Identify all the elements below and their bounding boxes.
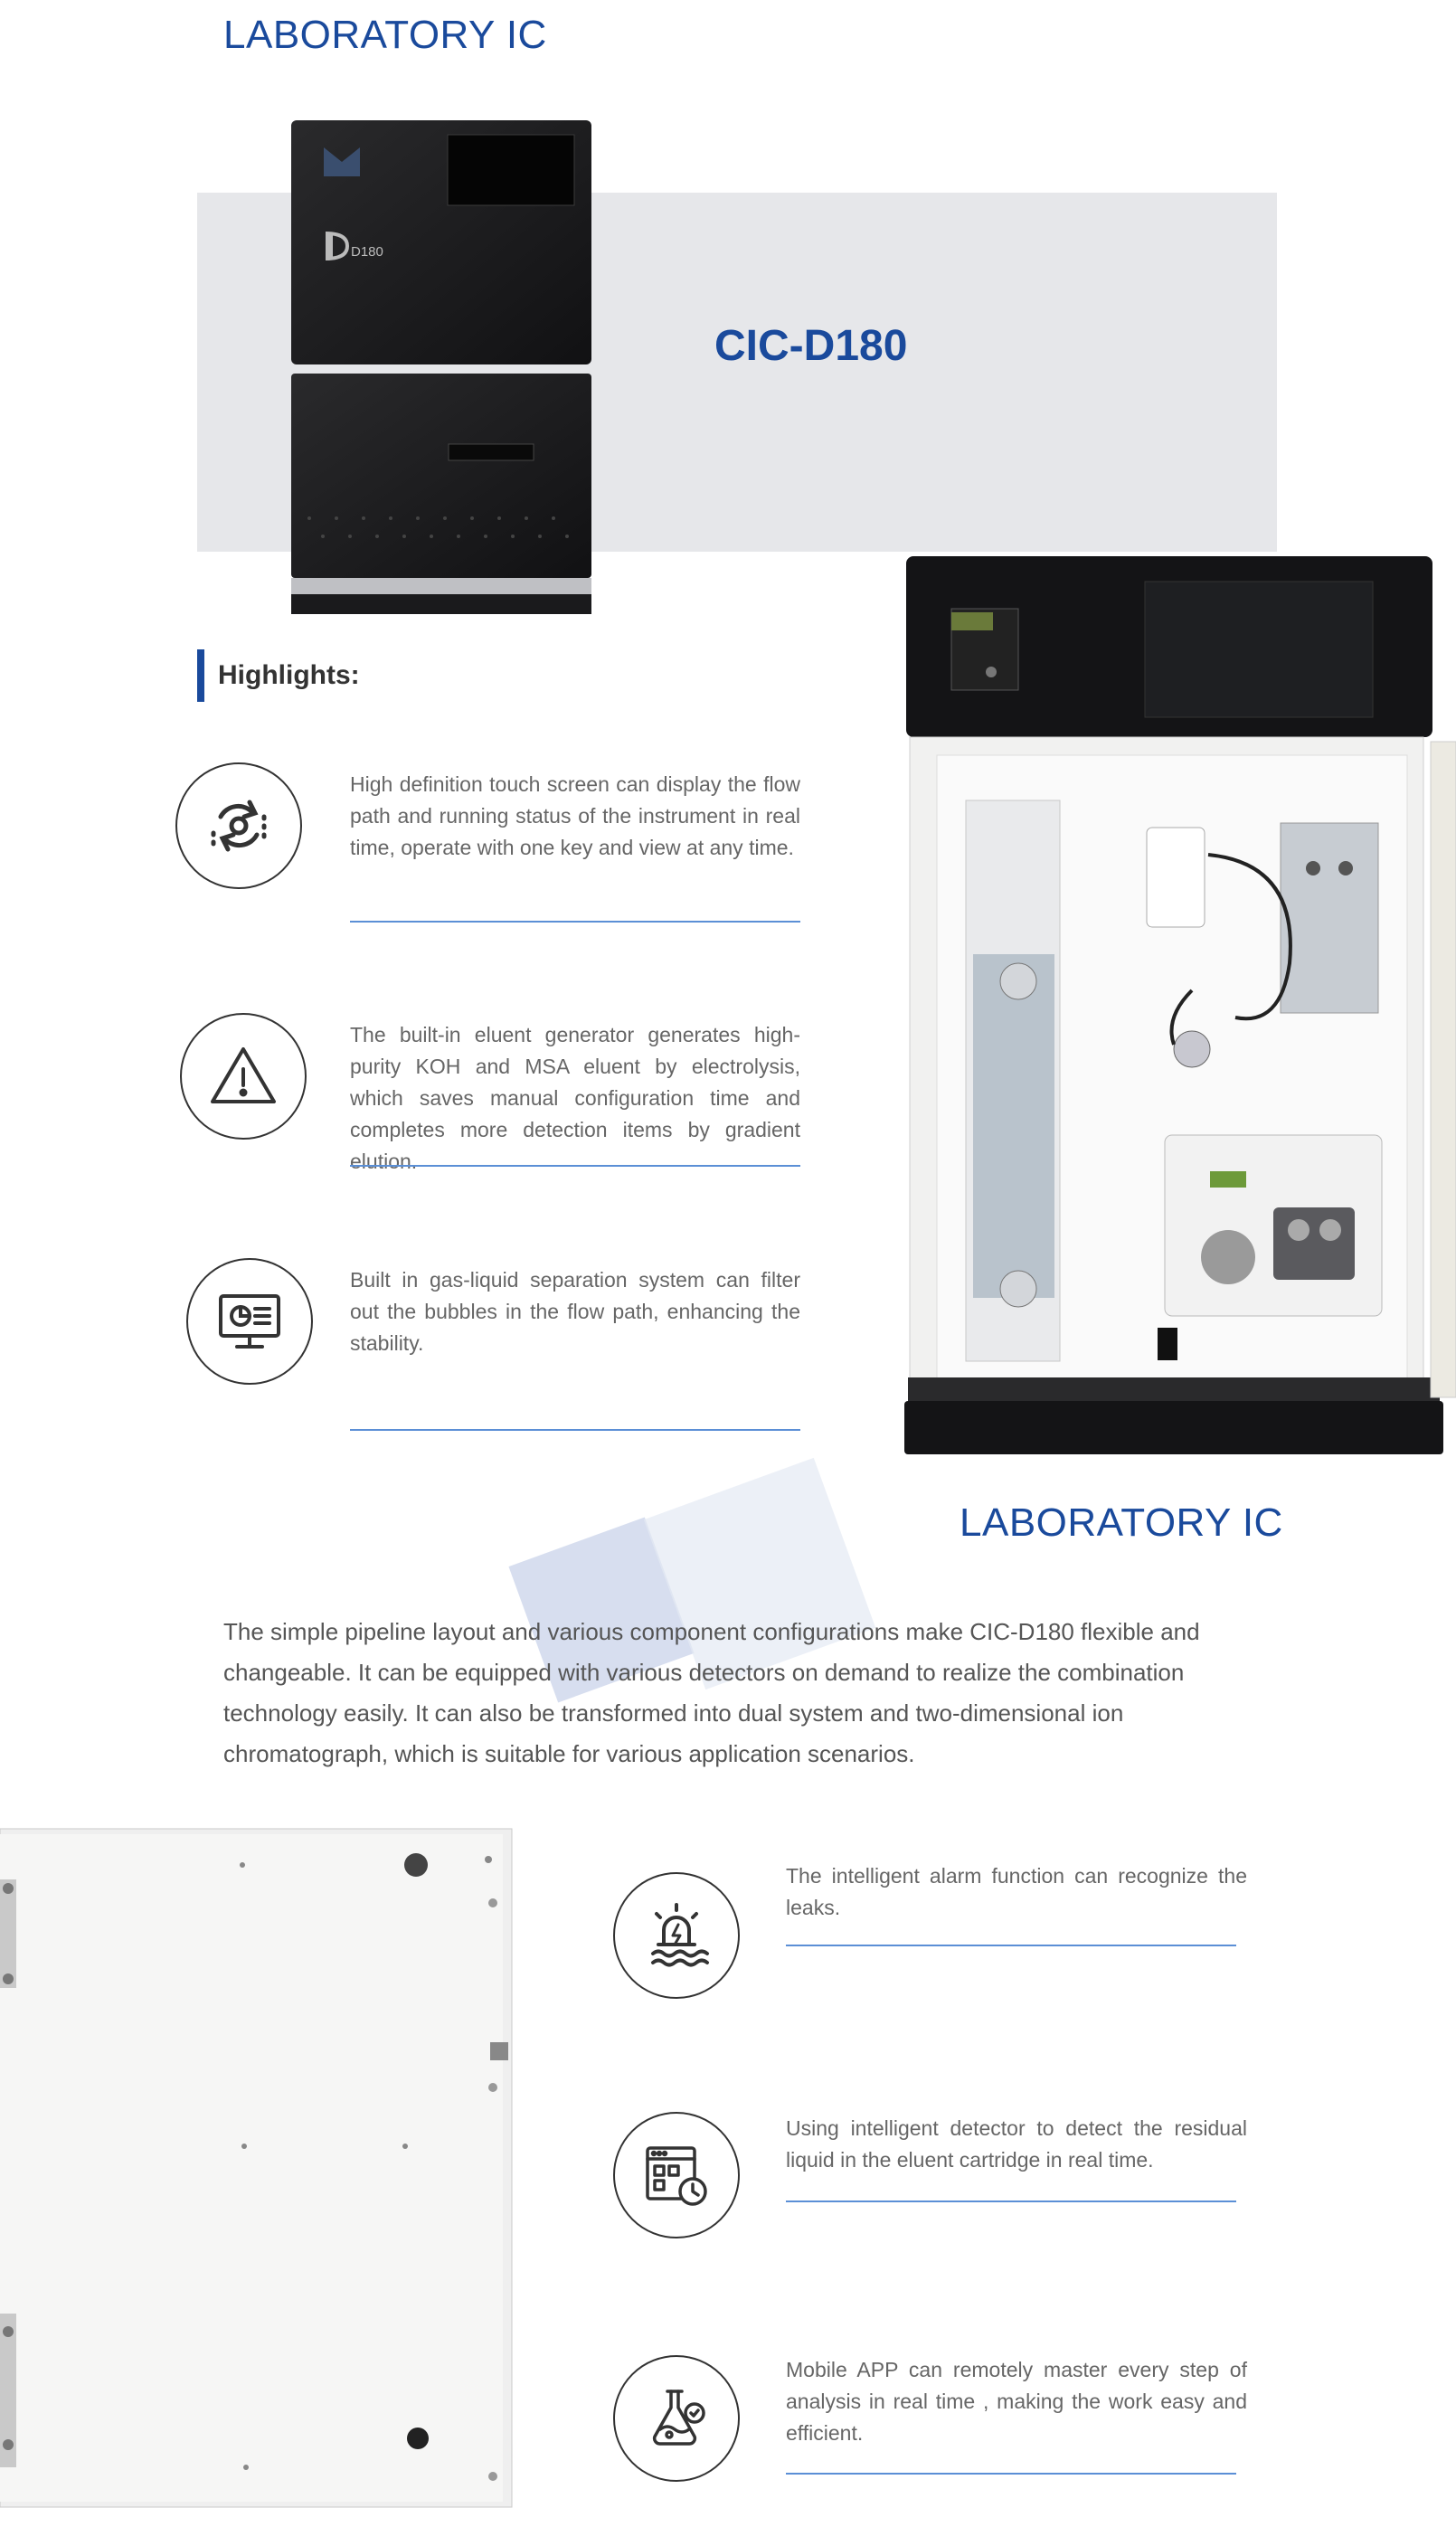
section2-description: The simple pipeline layout and various c… [223,1618,1200,1767]
feature-text-3: Built in gas-liquid separation system ca… [350,1268,800,1355]
cycle-arrows-icon [175,762,302,889]
feature-text-4: The intelligent alarm function can recog… [786,1864,1247,1919]
leak-alarm-icon [613,1872,740,1999]
section2-heading: LABORATORY IC [960,1500,1283,1545]
feature-divider-6 [786,2473,1236,2475]
warning-triangle-icon [180,1013,307,1140]
flask-app-icon [613,2355,740,2482]
feature-text-6: Mobile APP can remotely master every ste… [786,2358,1247,2445]
instrument-open-image [901,556,1456,1454]
monitor-chart-icon [186,1258,313,1385]
instrument-front-image: D180 [291,120,591,614]
feature-divider-5 [786,2200,1236,2202]
feature-text-5: Using intelligent detector to detect the… [786,2116,1247,2172]
feature-text-2: The built-in eluent generator generates … [350,1023,800,1173]
feature-divider-4 [786,1945,1236,1946]
highlights-accent-bar [197,649,204,702]
instrument-panel-closeup-image [0,1825,520,2522]
top-heading: LABORATORY IC [223,13,547,57]
panel-label: D180 [351,244,383,260]
feature-divider-3 [350,1429,800,1431]
product-title: CIC-D180 [714,322,908,370]
highlights-label: Highlights: [218,660,360,690]
feature-text-1: High definition touch screen can display… [350,772,800,859]
feature-divider-1 [350,921,800,923]
feature-divider-2 [350,1165,800,1167]
detector-dashboard-icon [613,2112,740,2238]
